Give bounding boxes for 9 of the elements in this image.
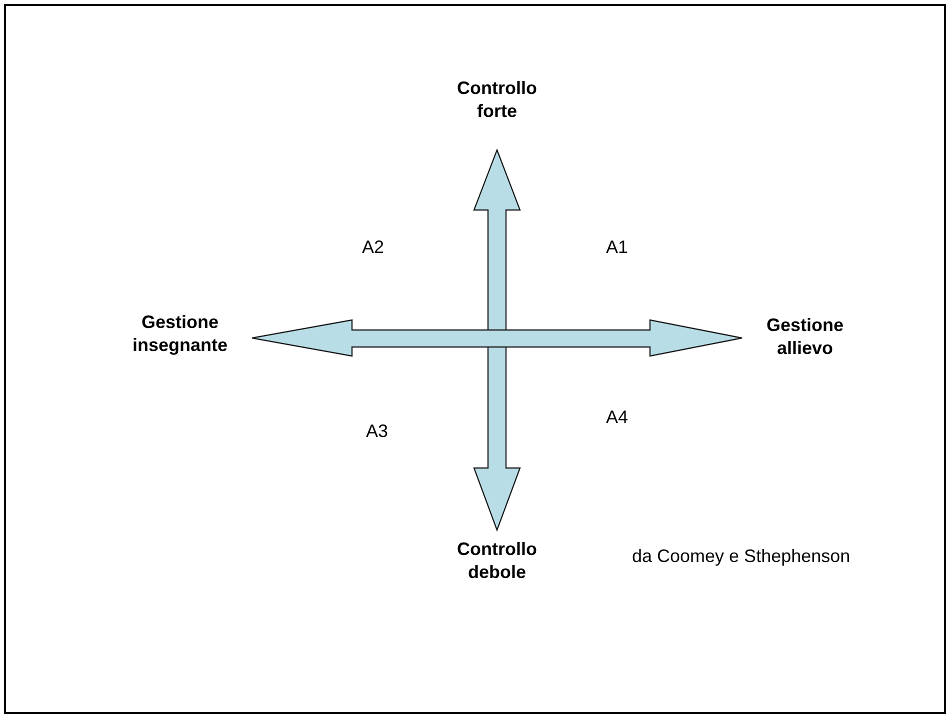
quadrant-label: A4 (606, 406, 630, 429)
axis-label: Gestione insegnante (131, 311, 229, 357)
axis-label: Gestione allievo (765, 314, 845, 360)
quadrant-label: A1 (606, 236, 630, 259)
axis-label: Controllo forte (456, 77, 538, 123)
quadrant-label: A2 (362, 236, 386, 259)
source-note: da Coomey e Sthephenson (632, 545, 852, 568)
quadrant-label: A3 (366, 420, 390, 443)
axis-label: Controllo debole (456, 538, 538, 584)
